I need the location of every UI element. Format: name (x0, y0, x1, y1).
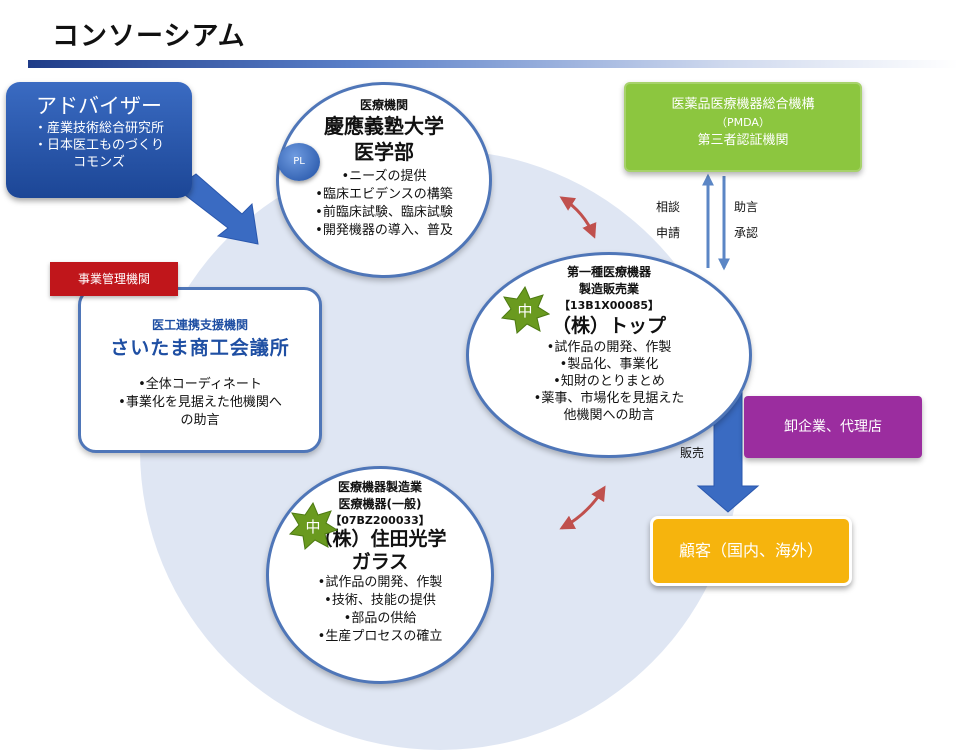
keio-bullet: •臨床エビデンスの構築 (315, 187, 453, 202)
keio-name-line1: 慶應義塾大学 (324, 114, 444, 138)
advisor-arrow (175, 173, 259, 245)
saitama-bullet: •全体コーディネート (138, 377, 262, 392)
customer-box: 顧客（国内、海外） (650, 516, 852, 586)
wholesaler-box: 卸企業、代理店 (744, 396, 922, 458)
sumita-bullet: •部品の供給 (343, 611, 417, 626)
advisor-item: ・産業技術総合研究所 (33, 121, 164, 136)
sumita-category-line1: 医療機器製造業 (337, 480, 422, 494)
keio-bullet: •ニーズの提供 (341, 169, 427, 184)
sumita-license-code: 【07BZ200033】 (330, 514, 430, 527)
page-title: コンソーシアム (52, 21, 246, 52)
saitama-chamber-box: 医工連携支援機関 さいたま商工会議所 •全体コーディネート •事業化を見据えた他… (78, 287, 322, 453)
top-bullet: •製品化、事業化 (559, 357, 659, 372)
top-category-line1: 第一種医療機器 (566, 265, 651, 279)
keio-bullet: •開発機器の導入、普及 (315, 223, 453, 238)
top-bullet: •試作品の開発、作製 (546, 340, 672, 355)
approval-label: 承認 (734, 226, 759, 240)
pmda-line2: （PMDA） (716, 116, 770, 129)
saitama-category: 医工連携支援機関 (151, 318, 248, 332)
top-company-ellipse: 第一種医療機器 製造販売業 【13B1X00085】 （株）トップ •試作品の開… (466, 252, 752, 458)
keio-bullet: •前臨床試験、臨床試験 (315, 205, 453, 220)
saitama-bullet: の助言 (180, 413, 220, 428)
advice-label: 助言 (734, 200, 759, 214)
sumita-category-line2: 医療機器(一般) (338, 497, 422, 511)
top-bullet: 他機関への助言 (563, 408, 655, 423)
advisor-item: コモンズ (73, 155, 125, 170)
pmda-line1: 医薬品医療機器総合機構 (671, 97, 815, 112)
top-category-line2: 製造販売業 (578, 282, 639, 296)
saitama-name: さいたま商工会議所 (110, 337, 290, 359)
advisor-box: アドバイザー ・産業技術総合研究所 ・日本医工ものづくり コモンズ (6, 82, 192, 198)
top-bullet: •知財のとりまとめ (553, 374, 665, 389)
management-org-tag: 事業管理機関 (50, 262, 178, 296)
sumita-bullet: •生産プロセスの確立 (317, 629, 443, 644)
pmda-box: 医薬品医療機器総合機構 （PMDA） 第三者認証機関 (624, 82, 862, 172)
top-company-name: （株）トップ (551, 315, 666, 337)
sme-star-label: 中 (517, 302, 532, 320)
sumita-optical-ellipse: 医療機器製造業 医療機器(一般) 【07BZ200033】 （株）住田光学 ガラ… (266, 466, 494, 684)
apply-label: 申請 (656, 226, 681, 240)
sumita-name-line2: ガラス (351, 551, 409, 573)
pmda-line3: 第三者認証機関 (697, 133, 789, 148)
top-license-code: 【13B1X00085】 (558, 299, 660, 312)
top-bullet: •薬事、市場化を見据えた (533, 391, 685, 406)
sumita-name-line1: （株）住田光学 (313, 528, 447, 550)
title-underline (28, 60, 958, 68)
keio-name-line2: 医学部 (354, 140, 414, 164)
top-sumita-link-arrow (559, 485, 606, 530)
keio-top-link-arrow (559, 196, 597, 239)
saitama-bullet: •事業化を見据えた他機関へ (118, 395, 282, 410)
advisor-item: ・日本医工ものづくり (33, 138, 164, 153)
sme-star-badge: 中 (500, 286, 550, 334)
pl-badge: PL (278, 143, 320, 181)
sumita-bullet: •試作品の開発、作製 (317, 575, 443, 590)
consult-label: 相談 (656, 200, 681, 214)
sumita-bullet: •技術、技能の提供 (324, 593, 436, 608)
sales-label: 販売 (680, 446, 705, 460)
sme-star-label: 中 (305, 518, 320, 536)
keio-category: 医療機関 (359, 98, 408, 112)
sme-star-badge: 中 (288, 502, 338, 550)
keio-university-ellipse: 医療機関 慶應義塾大学 医学部 •ニーズの提供 •臨床エビデンスの構築 •前臨床… (276, 82, 492, 278)
advisor-title: アドバイザー (36, 94, 162, 118)
